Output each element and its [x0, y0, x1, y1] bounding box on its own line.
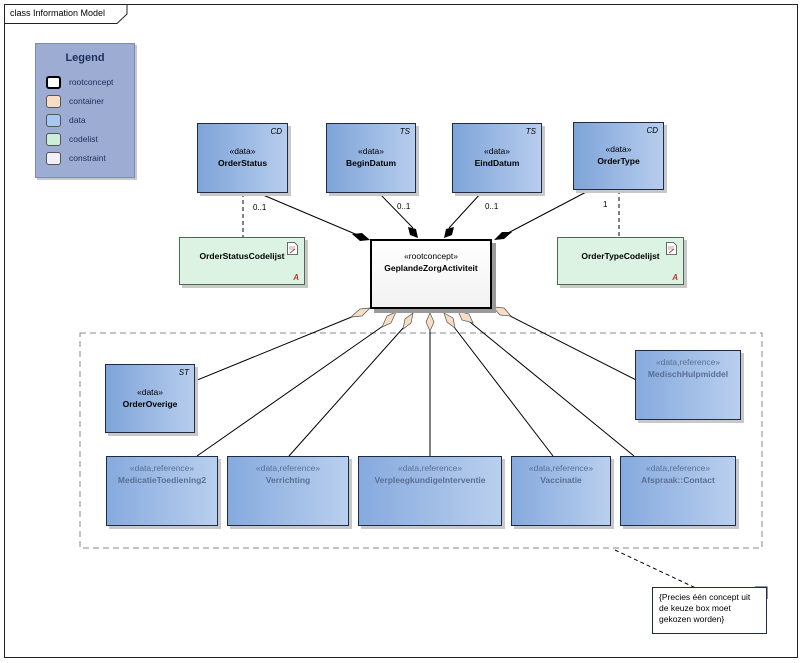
assoc-einddatum: [448, 192, 482, 229]
stereotype: «data»: [137, 387, 163, 397]
constraint-note[interactable]: {Precies één concept uit de keuze box mo…: [652, 587, 767, 634]
diamond-medicatie: [381, 311, 397, 328]
assoc-medicatie: [196, 325, 384, 457]
reference-verpleegkundigeinterventie[interactable]: «data,reference» VerpleegkundigeInterven…: [358, 456, 502, 526]
choice-container: [79, 332, 763, 549]
assoc-verrichting: [288, 326, 405, 457]
legend-swatch-data: [46, 114, 61, 127]
class-begindatum[interactable]: TS «data» BeginDatum: [326, 123, 416, 193]
legend-swatch-codelist: [46, 133, 61, 146]
assoc-orderoverige: [189, 315, 355, 384]
reference-medicatietoediening[interactable]: «data,reference» MedicatieToediening2: [106, 456, 218, 526]
document-icon: [287, 242, 298, 255]
legend-label: constraint: [69, 153, 106, 163]
class-rootconcept[interactable]: «rootconcept» GeplandeZorgActiviteit: [370, 239, 492, 309]
class-einddatum[interactable]: TS «data» EindDatum: [452, 123, 542, 193]
stereotype: «data,reference»: [528, 463, 594, 473]
class-name: VerpleegkundigeInterventie: [374, 475, 486, 485]
class-name: BeginDatum: [345, 158, 397, 168]
class-name: OrderType: [597, 156, 640, 166]
note-anchor: [614, 549, 701, 591]
codelist-ordertype[interactable]: OrderTypeCodelijst A: [557, 237, 684, 285]
class-name: EindDatum: [474, 158, 520, 168]
type-tag: CD: [646, 126, 658, 135]
diamond-vaccinatie: [443, 312, 456, 329]
multiplicity-begindatum: 0..1: [397, 202, 411, 211]
multiplicity-einddatum: 0..1: [485, 202, 499, 211]
type-tag: TS: [525, 127, 536, 136]
class-name: GeplandeZorgActiviteit: [384, 263, 478, 273]
legend-label: data: [69, 115, 86, 125]
type-tag: CD: [270, 127, 282, 136]
reference-medischhulpmiddel[interactable]: «data,reference» MedischHulpmiddel: [635, 350, 741, 420]
assoc-orderstatus: [255, 191, 361, 237]
type-tag: TS: [399, 127, 410, 136]
class-name: Verrichting: [265, 475, 311, 485]
frame-title: class Information Model: [10, 8, 106, 18]
diagram-frame: [4, 4, 798, 658]
class-name: MedicatieToediening2: [117, 475, 207, 485]
class-name: OrderOverige: [122, 399, 178, 409]
class-orderoverige[interactable]: ST «data» OrderOverige: [105, 364, 195, 433]
diamond-begindatum: [408, 227, 418, 238]
assoc-ordertype: [507, 189, 591, 234]
class-orderstatus[interactable]: CD «data» OrderStatus: [197, 123, 288, 193]
diamond-orderstatus: [352, 233, 370, 241]
stereotype: «data»: [605, 144, 632, 154]
reference-vaccinatie[interactable]: «data,reference» Vaccinatie: [511, 456, 611, 526]
class-name: OrderStatus: [217, 158, 268, 168]
reference-afspraakcontact[interactable]: «data,reference» Afspraak::Contact: [620, 456, 736, 526]
diamond-afspraak: [457, 310, 474, 324]
legend-label: container: [69, 96, 104, 106]
abstract-mark: A: [672, 273, 678, 282]
document-icon: [666, 242, 677, 255]
legend-swatch-constraint: [46, 152, 61, 165]
assoc-afspraak: [469, 321, 635, 457]
frame-title-tab: [4, 4, 128, 24]
codelist-orderstatus[interactable]: OrderStatusCodelijst A: [179, 237, 305, 285]
stereotype: «data,reference»: [397, 463, 463, 473]
class-name: Afspraak::Contact: [641, 475, 715, 485]
class-name: Vaccinatie: [540, 475, 582, 485]
class-name: MedischHulpmiddel: [647, 369, 729, 379]
assoc-vaccinatie: [453, 326, 554, 457]
class-name: OrderStatusCodelijst: [199, 251, 285, 261]
stereotype: «data,reference»: [645, 463, 711, 473]
legend-label: rootconcept: [69, 77, 114, 87]
stereotype: «data»: [229, 146, 256, 156]
diamond-einddatum: [444, 227, 454, 238]
legend: Legend rootconcept container data codeli…: [35, 43, 135, 178]
reference-verrichting[interactable]: «data,reference» Verrichting: [227, 456, 349, 526]
assoc-medischhulpmiddel: [507, 314, 639, 382]
legend-swatch-rootconcept: [46, 76, 61, 89]
diamond-verrichting: [402, 312, 414, 330]
type-tag: ST: [178, 368, 189, 377]
abstract-mark: A: [293, 273, 299, 282]
stereotype: «data,reference»: [255, 463, 321, 473]
stereotype: «data,reference»: [655, 357, 721, 367]
legend-swatch-container: [46, 95, 61, 108]
assoc-begindatum: [378, 192, 414, 229]
stereotype: «data»: [484, 146, 510, 156]
legend-title: Legend: [65, 52, 105, 64]
legend-label: codelist: [69, 134, 98, 144]
stereotype: «data,reference»: [129, 463, 195, 473]
multiplicity-orderstatus: 0..1: [253, 203, 267, 212]
class-name: OrderTypeCodelijst: [581, 251, 660, 261]
stereotype: «data»: [358, 146, 384, 156]
stereotype: «rootconcept»: [404, 251, 458, 261]
multiplicity-ordertype: 1: [603, 200, 608, 209]
class-ordertype[interactable]: CD «data» OrderType: [573, 122, 664, 190]
diamond-orderoverige: [349, 307, 371, 318]
diamond-verpleegkundige: [425, 312, 435, 332]
diamond-medischhulpmiddel: [492, 306, 512, 317]
diamond-ordertype: [494, 232, 512, 240]
